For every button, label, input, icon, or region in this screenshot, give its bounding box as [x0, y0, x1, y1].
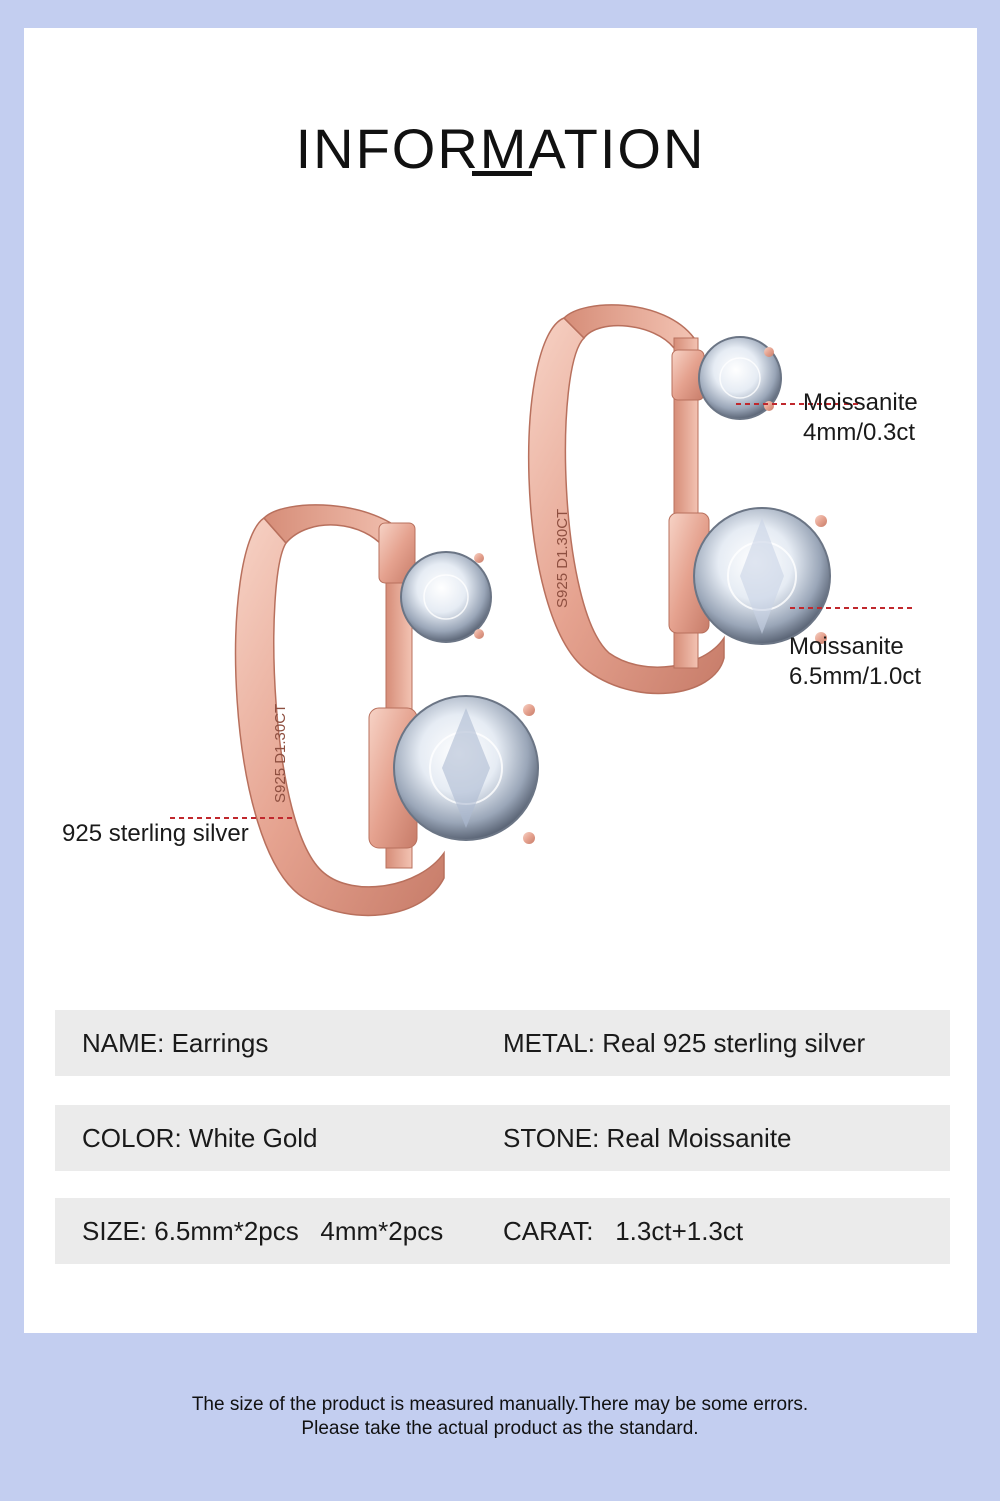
- engraving-front: S925 D1.30CT: [272, 704, 289, 803]
- callout-large-stone: Moissanite 6.5mm/1.0ct: [789, 632, 921, 692]
- callout-material-text: 925 sterling silver: [62, 820, 249, 847]
- callout-material: 925 sterling silver: [62, 819, 249, 849]
- callout-small-stone: Moissanite 4mm/0.3ct: [803, 388, 918, 448]
- disclaimer: The size of the product is measured manu…: [0, 1393, 1000, 1441]
- spec-metal: METAL: Real 925 sterling silver: [503, 1028, 866, 1058]
- title-underline: [472, 171, 532, 176]
- disclaimer-line-1: The size of the product is measured manu…: [191, 1394, 809, 1415]
- spec-row-name-metal: NAME: Earrings METAL: Real 925 sterling …: [55, 1010, 950, 1076]
- callout-small-stone-size: 4mm/0.3ct: [803, 419, 916, 446]
- spec-carat: CARAT: 1.3ct+1.3ct: [503, 1216, 744, 1246]
- page-title: INFORMATION: [295, 117, 706, 180]
- callout-large-stone-size: 6.5mm/1.0ct: [789, 663, 922, 690]
- callout-large-stone-name: Moissanite: [789, 633, 904, 660]
- spec-color: COLOR: White Gold: [82, 1123, 318, 1153]
- spec-row-size-carat: SIZE: 6.5mm*2pcs 4mm*2pcs CARAT: 1.3ct+1…: [55, 1198, 950, 1264]
- earring-back: S925 D1.30CT: [527, 304, 831, 695]
- earrings-product-image: S925 D1.30CT S925 D1.30CT: [170, 304, 914, 917]
- engraving-back: S925 D1.30CT: [554, 509, 571, 608]
- spec-size: SIZE: 6.5mm*2pcs 4mm*2pcs: [82, 1216, 444, 1246]
- spec-name: NAME: Earrings: [82, 1028, 269, 1058]
- callout-small-stone-name: Moissanite: [803, 389, 918, 416]
- disclaimer-line-2: Please take the actual product as the st…: [301, 1418, 699, 1439]
- spec-row-color-stone: COLOR: White Gold STONE: Real Moissanite: [55, 1105, 950, 1171]
- spec-stone: STONE: Real Moissanite: [503, 1123, 792, 1153]
- earring-front: S925 D1.30CT: [234, 504, 539, 917]
- info-card: INFORMATION: [24, 28, 977, 1333]
